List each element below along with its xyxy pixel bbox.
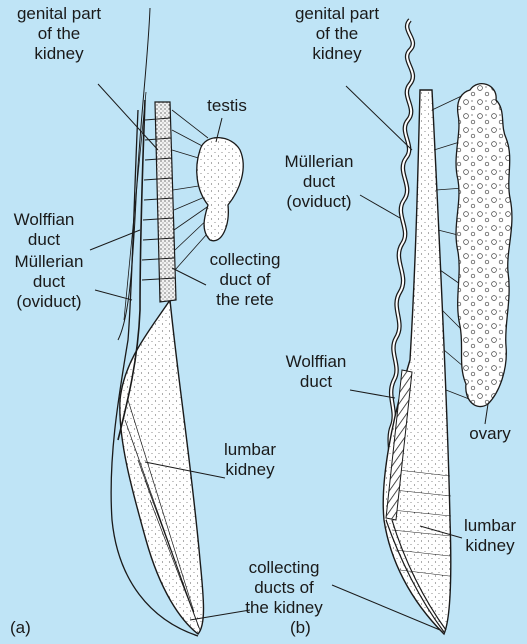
label-genital-part-a: genital part of the kidney xyxy=(0,4,118,64)
label-mullerian-duct-b: Müllerian duct (oviduct) xyxy=(274,152,364,212)
testis xyxy=(197,138,243,241)
label-lumbar-kidney-b: lumbar kidney xyxy=(456,516,524,556)
label-collecting-ducts-kidney: collecting ducts of the kidney xyxy=(236,558,332,618)
upper-vessel-a xyxy=(118,8,150,340)
label-testis: testis xyxy=(198,96,256,116)
figure-tag-a: (a) xyxy=(10,618,31,638)
label-wolffian-duct-b: Wolffian duct xyxy=(276,352,356,392)
figure-tag-b: (b) xyxy=(290,618,311,638)
label-collecting-duct-rete: collecting duct of the rete xyxy=(200,250,290,310)
label-lumbar-kidney-a: lumbar kidney xyxy=(215,440,285,480)
label-wolffian-duct-a: Wolffian duct xyxy=(4,210,84,250)
upper-vessel-b-a xyxy=(124,92,146,320)
leader-genital-a xyxy=(98,84,158,150)
leader-mullerian-b xyxy=(360,195,400,218)
leader-genital-b xyxy=(346,86,412,150)
label-ovary: ovary xyxy=(462,424,518,444)
genital-kidney-a xyxy=(155,102,176,302)
leader-wolffian-b xyxy=(350,390,395,398)
label-mullerian-duct-a: Müllerian duct (oviduct) xyxy=(4,252,94,312)
ovary xyxy=(456,84,512,407)
label-genital-part-b: genital part of the kidney xyxy=(278,4,396,64)
leader-ovary xyxy=(485,404,488,424)
